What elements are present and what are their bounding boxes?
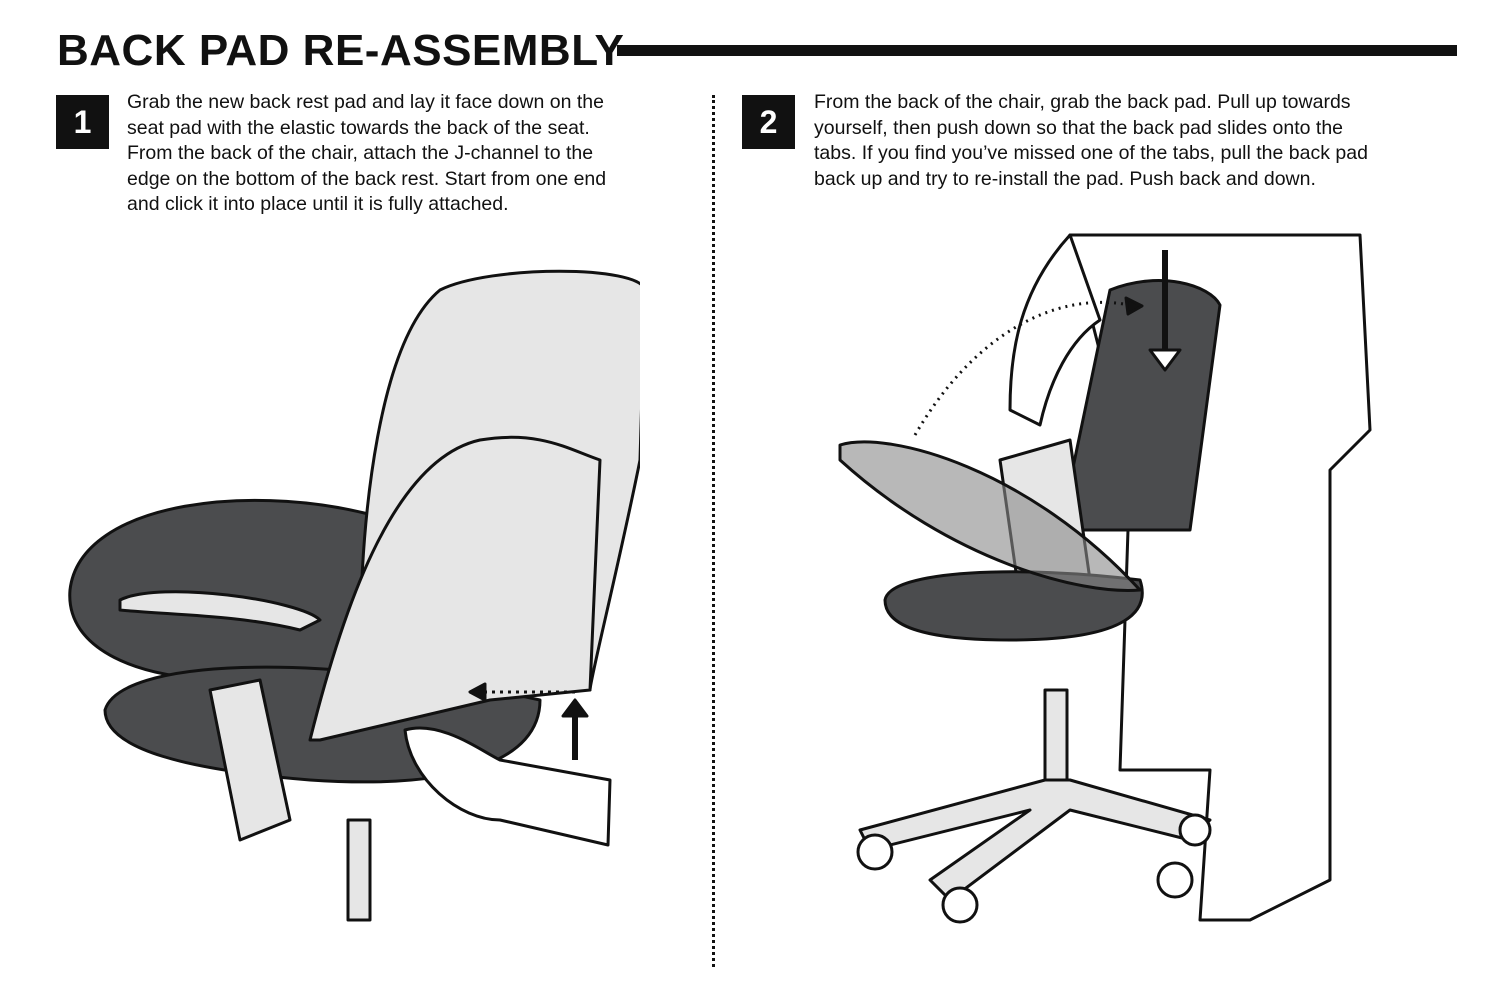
caster-wheel xyxy=(1178,813,1212,847)
caster-wheel xyxy=(856,833,894,871)
chair-post xyxy=(346,818,372,922)
back-frame xyxy=(308,435,602,742)
step-2-line: yourself, then push down so that the bac… xyxy=(814,116,1344,139)
chair-back-pad xyxy=(1058,279,1222,532)
step-1-line: From the back of the chair, attach the J… xyxy=(127,142,594,164)
step-1-text: Grab the new back rest pad and lay it fa… xyxy=(127,90,606,218)
column-divider xyxy=(712,95,715,967)
caster-wheel xyxy=(941,886,979,924)
arrow-left-icon xyxy=(468,682,487,702)
step-1-line: seat pad with the elastic towards the ba… xyxy=(127,116,590,139)
hand-sleeve xyxy=(403,726,612,847)
armrest xyxy=(118,590,322,632)
chair-post xyxy=(1043,688,1069,792)
seat-pad xyxy=(883,570,1144,642)
page-title: BACK PAD RE-ASSEMBLY xyxy=(57,26,625,75)
step-1-badge: 1 xyxy=(56,95,109,149)
step-2-badge: 2 xyxy=(742,95,795,149)
step-2-chair-illustration xyxy=(838,233,1372,924)
arm-post xyxy=(208,678,292,842)
lifted-back-pad xyxy=(838,440,1142,592)
caster-wheel xyxy=(1156,861,1194,899)
step-1-chair-illustration xyxy=(68,269,640,922)
step-2-line: From the back of the chair, grab the bac… xyxy=(814,91,1351,113)
step-1-line: Grab the new back rest pad and lay it fa… xyxy=(127,91,604,113)
step-1-line: and click it into place until it is full… xyxy=(127,193,509,215)
arrow-down-icon xyxy=(1148,348,1182,372)
step-2-line: back up and try to re-install the pad. P… xyxy=(814,167,1316,190)
chair-base xyxy=(858,778,1212,902)
title-rule xyxy=(617,45,1457,56)
step-2-line: tabs. If you find you’ve missed one of t… xyxy=(814,142,1368,164)
step-1-line: edge on the bottom of the back rest. Sta… xyxy=(127,167,607,190)
person-left-arm xyxy=(1008,233,1102,427)
step-2-text: From the back of the chair, grab the bac… xyxy=(814,90,1368,192)
arrow-up-icon xyxy=(561,698,589,718)
arrow-right-icon xyxy=(1124,296,1144,316)
